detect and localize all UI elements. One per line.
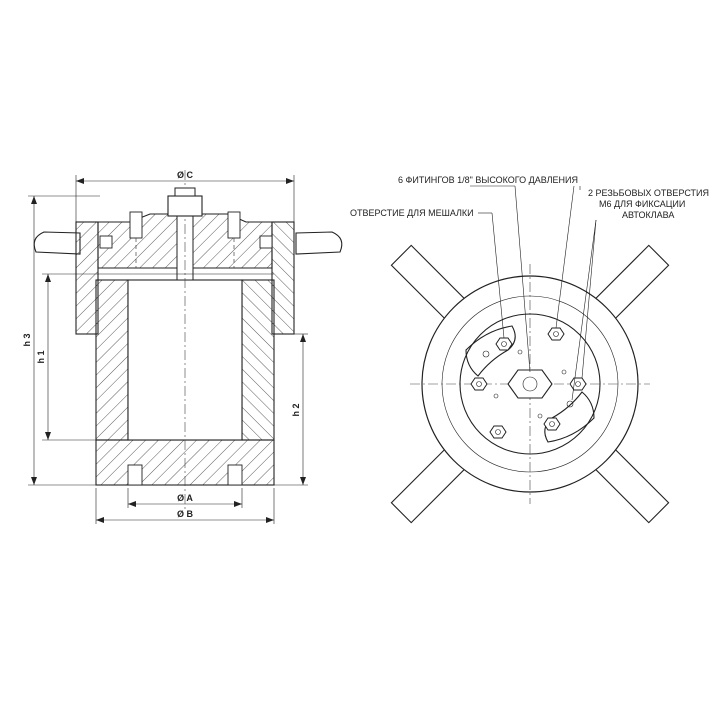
fittings-callout: 6 ФИТИНГОВ 1/8" ВЫСОКОГО ДАВЛЕНИЯ [398,175,578,185]
top-nut [167,195,203,217]
body-wall-left [95,279,129,441]
fitting [543,417,561,431]
section-view: Ø C Ø A Ø B h 3 h 1 h 2 [22,170,343,524]
fitting [470,377,488,391]
threaded-holes-callout-line3: АВТОКЛАВА [622,210,674,220]
dimension-diameter-a: Ø A [177,493,193,503]
threaded-holes-callout-line1: 2 РЕЗЬБОВЫХ ОТВЕРСТИЯ [588,188,709,198]
dimension-diameter-b: Ø B [177,509,194,519]
flange-right [271,221,295,335]
fitting [495,337,513,351]
stirrer-hole-callout: ОТВЕРСТИЕ ДЛЯ МЕШАЛКИ [350,208,474,218]
dimension-diameter-c: Ø C [177,170,194,180]
dimension-h3: h 3 [22,333,32,346]
fitting [547,327,565,341]
left-handle [33,231,81,255]
right-handle [295,231,343,255]
dimension-h2: h 2 [291,403,301,416]
stirrer-hex [507,369,553,399]
threaded-holes-callout-line2: М6 ДЛЯ ФИКСАЦИИ [599,199,685,209]
dimension-h1: h 1 [36,350,46,363]
fitting [569,377,587,391]
fitting [489,425,507,439]
top-view: 6 ФИТИНГОВ 1/8" ВЫСОКОГО ДАВЛЕНИЯ 2 РЕЗЬ… [350,175,709,524]
body-wall-right [241,279,275,441]
flange-left [75,221,99,335]
